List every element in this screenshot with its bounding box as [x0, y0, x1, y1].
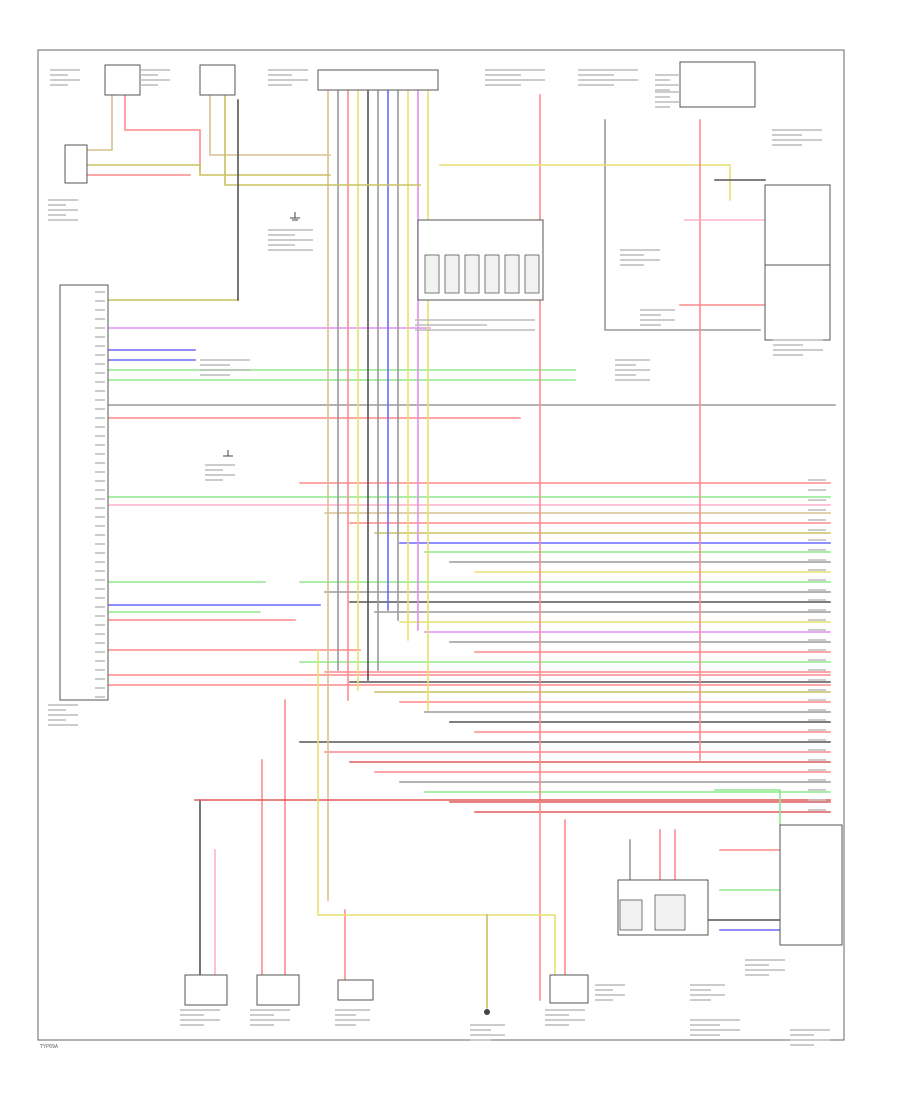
relay-slot [524, 254, 540, 294]
heated-oxygen-sensor [64, 144, 88, 184]
coil-pin-block [619, 899, 643, 931]
camshaft-position-sensor [256, 974, 300, 1006]
sensor-wire [124, 94, 201, 171]
engine-control-connector-top [317, 69, 439, 91]
caption-blocks [48, 69, 830, 1046]
relay-slot [444, 254, 460, 294]
knock-sensor [337, 979, 374, 1001]
coil-pin-block [654, 894, 686, 931]
sensor-wire [86, 164, 331, 176]
relay-slot [464, 254, 480, 294]
crankshaft-position-sensor [184, 974, 228, 1006]
ground-symbol [223, 450, 233, 457]
sensor-wire [224, 94, 421, 186]
sensor-wire [317, 649, 556, 976]
coil-pack-pins [619, 894, 686, 931]
ground-symbol [290, 212, 300, 221]
relay-slot [484, 254, 500, 294]
oxygen-sensor-bank2 [199, 64, 236, 96]
wire-layer [86, 89, 836, 1009]
transmission-control-module [779, 824, 843, 946]
fuse-relay-slots [424, 254, 540, 294]
relay-wire [604, 119, 761, 331]
ground-symbol [484, 1009, 490, 1015]
diagram-border [37, 49, 845, 1041]
sensor-wire [209, 94, 331, 156]
relay-wire [439, 164, 731, 201]
relay-slot [424, 254, 440, 294]
oxygen-sensor-bank1 [104, 64, 141, 96]
tcm-wire [714, 789, 781, 826]
engine-control-module [59, 284, 109, 701]
footer-code: TYP09A [40, 1044, 58, 1050]
sensor-wire [86, 94, 113, 151]
relay-slot [504, 254, 520, 294]
main-relay [764, 184, 831, 266]
top-right-switch-box [679, 61, 756, 108]
fuel-pump-relay [764, 264, 831, 341]
vehicle-speed-sensor [549, 974, 589, 1004]
